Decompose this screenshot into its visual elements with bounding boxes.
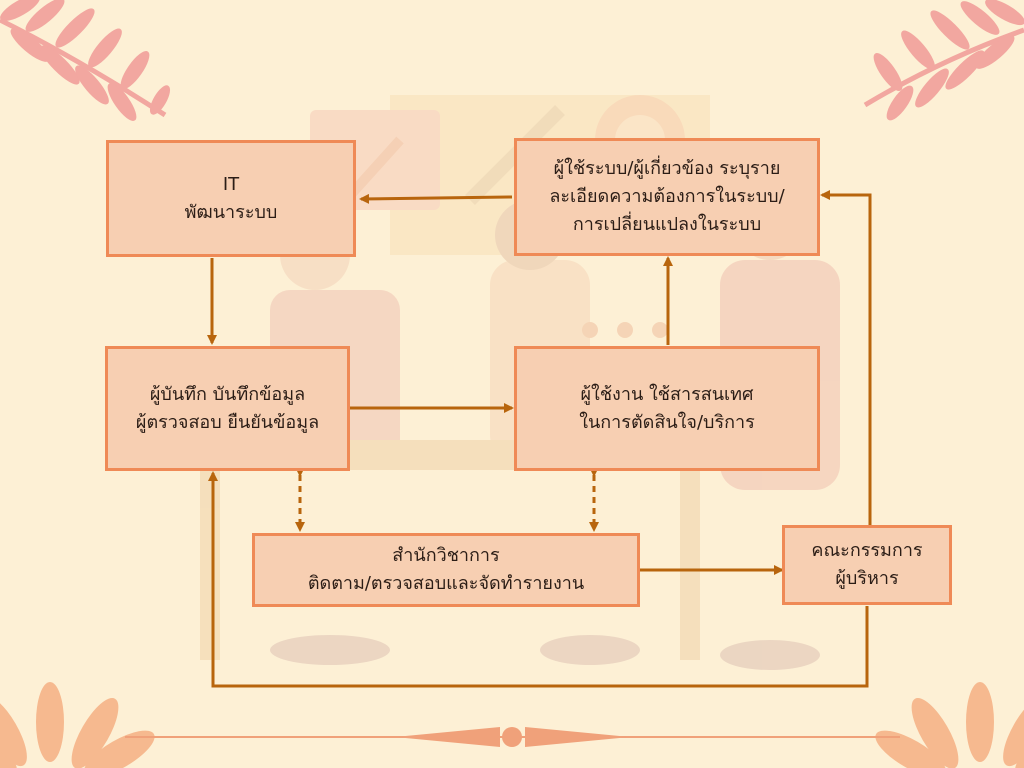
leaf-branch-top-right [863, 0, 1024, 121]
node-academic-line-2: ติดตาม/ตรวจสอบและจัดทำรายงาน [307, 573, 585, 594]
node-user-line-2: ในการตัดสินใจ/บริการ [579, 411, 755, 433]
divider-ornament [125, 727, 900, 747]
leaf-branch-top-left [0, 0, 171, 121]
node-executive-line-2: ผู้บริหาร [835, 568, 899, 589]
node-user-line-1: ผู้ใช้งาน ใช้สารสนเทศ [580, 383, 754, 405]
node-academic-line-1: สำนักวิชาการ [392, 545, 500, 566]
arrow-executive-to-requirements [820, 190, 872, 525]
node-information-user: ผู้ใช้งาน ใช้สารสนเทศ ในการตัดสินใจ/บริก… [514, 346, 820, 471]
node-requirements-line-2: ละเอียดความต้องการในระบบ/ [549, 186, 785, 207]
flower-bottom-left [0, 682, 155, 768]
node-recorder-verifier: ผู้บันทึก บันทึกข้อมูล ผู้ตรวจสอบ ยืนยัน… [105, 346, 350, 471]
node-it-line-1: IT [222, 173, 240, 195]
node-executive-committee: คณะกรรมการ ผู้บริหาร [782, 525, 952, 605]
node-recorder-line-2: ผู้ตรวจสอบ ยืนยันข้อมูล [135, 411, 320, 433]
node-requirements-line-3: การเปลี่ยนแปลงในระบบ [572, 214, 762, 235]
flower-bottom-right [875, 682, 1024, 768]
arrow-requirements-to-it [359, 193, 513, 204]
node-it-line-2: พัฒนาระบบ [184, 201, 278, 223]
node-requirements: ผู้ใช้ระบบ/ผู้เกี่ยวข้อง ระบุราย ละเอียด… [514, 138, 820, 256]
node-recorder-line-1: ผู้บันทึก บันทึกข้อมูล [149, 383, 306, 405]
node-it-development: IT พัฒนาระบบ [106, 140, 356, 257]
node-academic-office: สำนักวิชาการ ติดตาม/ตรวจสอบและจัดทำรายงา… [252, 533, 640, 607]
arrow-executive-to-recorder [208, 471, 869, 688]
node-requirements-line-1: ผู้ใช้ระบบ/ผู้เกี่ยวข้อง ระบุราย [553, 158, 781, 179]
node-executive-line-1: คณะกรรมการ [811, 540, 923, 561]
